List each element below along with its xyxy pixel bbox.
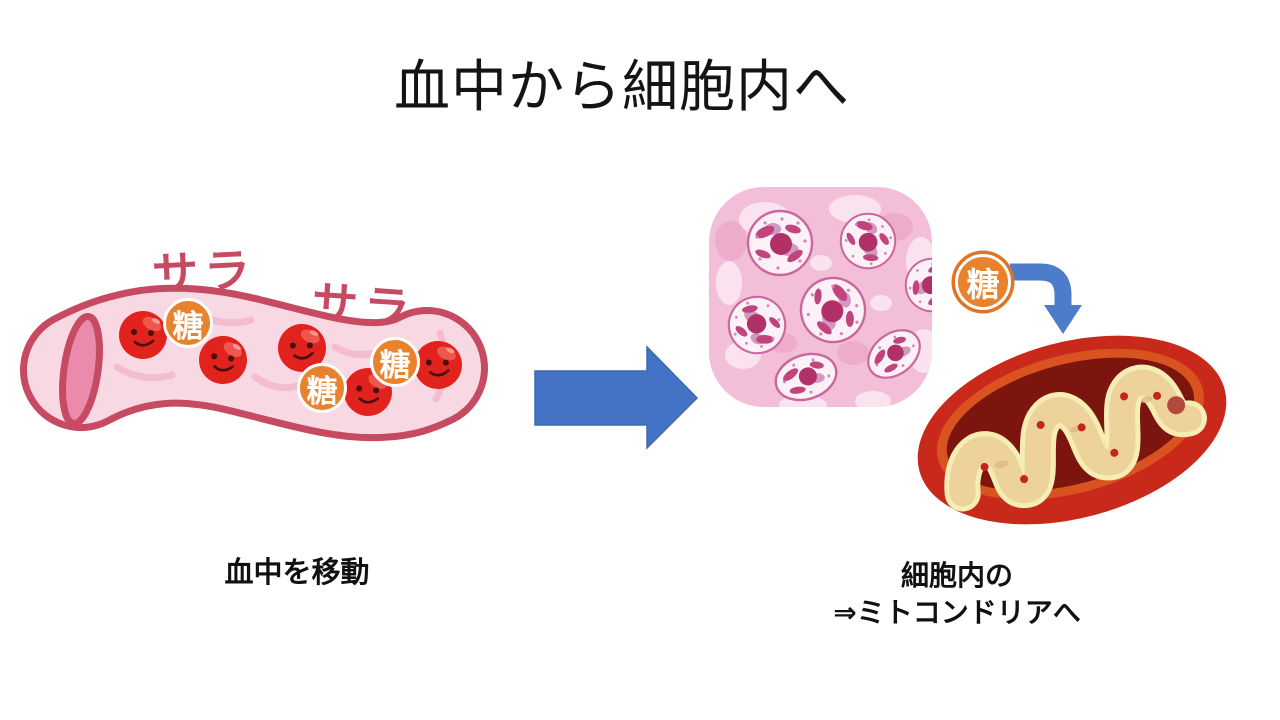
blood-vessel-illustration [20, 284, 488, 442]
bent-arrow-icon [1010, 263, 1082, 334]
vessel-opening [59, 312, 103, 428]
sugar-badge: 糖 [955, 254, 1011, 310]
cristae-dots [980, 391, 1162, 484]
cell-caption-line1: 細胞内の [900, 560, 1013, 591]
cell-caption-line2: ⇒ミトコンドリアへ [833, 597, 1081, 628]
sugar-badge: 糖 [297, 363, 347, 413]
cell-caption: 細胞内の ⇒ミトコンドリアへ [790, 557, 1124, 631]
sugar-badge: 糖 [370, 337, 420, 387]
right-arrow [534, 345, 699, 450]
cell-tissue-illustration [709, 187, 932, 407]
mitochondria-illustration [917, 335, 1227, 538]
tissue-cell [746, 209, 814, 277]
red-blood-cell [117, 309, 169, 361]
slide-title: 血中から細胞内へ [394, 55, 850, 118]
mitochondria-highlight [967, 524, 1000, 538]
mitochondria-cristae [944, 364, 1207, 512]
vessel-caption: 血中を移動 [224, 557, 370, 589]
sugar-badge: 糖 [163, 298, 213, 348]
